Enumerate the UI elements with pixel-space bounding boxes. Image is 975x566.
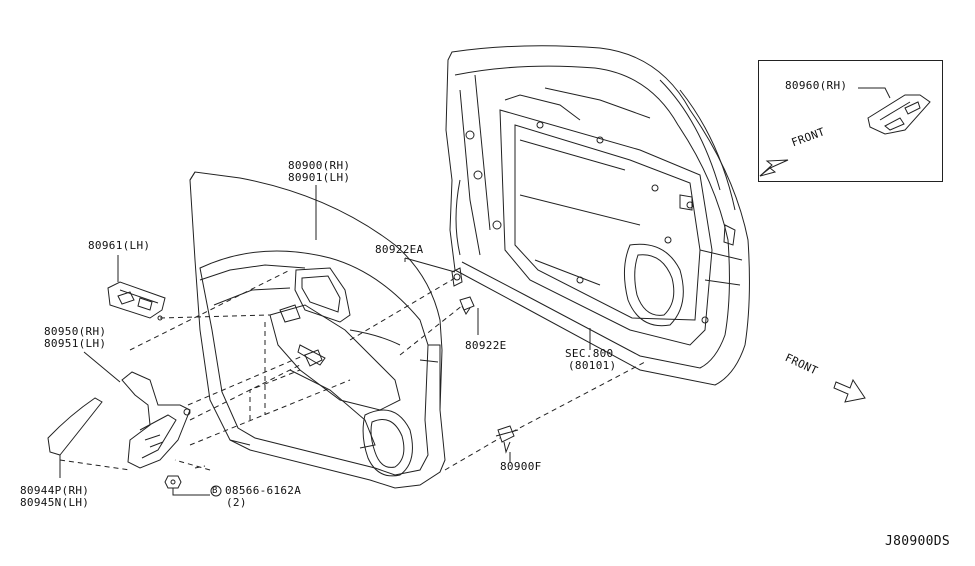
front-arrow-main — [833, 378, 866, 403]
pull-handle-cover — [47, 397, 103, 456]
label-80900-rh: 80900(RH) — [288, 159, 351, 172]
dashed-lines — [59, 269, 646, 471]
label-80101: (80101) — [568, 359, 617, 372]
switch-80960-rh — [867, 94, 931, 135]
label-80951-lh: 80951(LH) — [44, 337, 107, 350]
label-80950-rh: 80950(RH) — [44, 325, 107, 338]
inset-box — [758, 60, 943, 182]
clip-80900F — [495, 425, 519, 454]
label-80961-lh: 80961(LH) — [88, 239, 151, 252]
bolt-mark: B — [212, 486, 218, 496]
clip-80922EA — [451, 267, 463, 287]
door-inner-panel — [445, 45, 750, 386]
switch-80961-lh — [107, 281, 166, 321]
clip-80922E — [459, 296, 475, 315]
label-80922ea: 80922EA — [375, 243, 424, 256]
label-bolt-qty: (2) — [226, 496, 247, 509]
door-trim-panel — [189, 171, 446, 489]
diagram-code: J80900DS — [885, 534, 951, 549]
label-80922e: 80922E — [465, 339, 507, 352]
label-sec800: SEC.800 — [565, 347, 614, 360]
bolt-08566 — [164, 475, 222, 497]
label-80945n-lh: 80945N(LH) — [20, 496, 90, 509]
label-80901-lh: 80901(LH) — [288, 171, 351, 184]
label-80900f: 80900F — [500, 460, 542, 473]
label-bolt: 08566-6162A — [225, 484, 302, 497]
front-arrow-inset — [759, 159, 789, 177]
label-80960-rh: 80960(RH) — [785, 79, 848, 92]
leader-lines — [59, 87, 891, 496]
label-80944p-rh: 80944P(RH) — [20, 484, 90, 497]
armrest-finisher — [121, 371, 191, 469]
